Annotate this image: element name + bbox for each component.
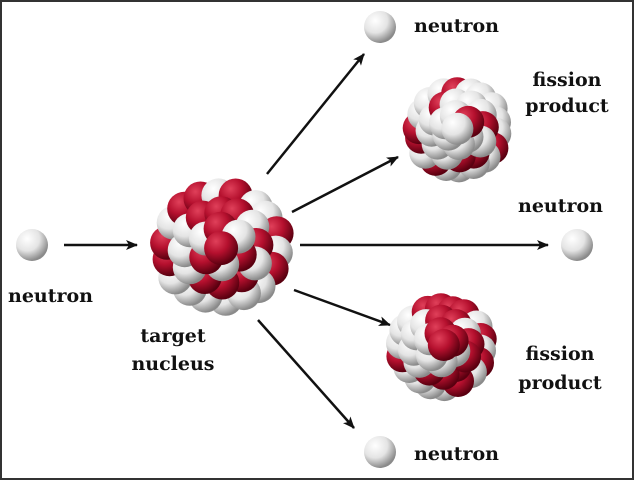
fission-product-bottom (386, 293, 497, 402)
right-neutron (561, 229, 593, 261)
top-neutron-label: neutron (414, 15, 499, 37)
right-neutron-label: neutron (518, 195, 603, 217)
target-nucleus-label-line2: nucleus (131, 353, 215, 375)
neutron-sphere (364, 11, 396, 43)
fission-product-bottom-line2: product (518, 372, 602, 394)
neutron-sphere (16, 229, 48, 261)
bottom-neutron-arrow-icon (257, 319, 355, 429)
fission-product-top-line2: product (525, 95, 609, 117)
neutron-sphere (441, 112, 474, 145)
top-neutron-arrow-icon (266, 53, 365, 175)
incoming-neutron-label: neutron (8, 285, 93, 307)
bottom-neutron (364, 436, 396, 468)
neutron-sphere (561, 229, 593, 261)
fission-product-top (402, 77, 512, 183)
fission-product-top-line1: fission (532, 69, 602, 91)
incoming-neutron (16, 229, 48, 261)
bottom-fission-arrow-icon (293, 288, 391, 327)
neutron-sphere (364, 436, 396, 468)
proton-sphere (427, 329, 460, 361)
target-nucleus-label-line1: target (140, 325, 206, 347)
proton-sphere (204, 231, 239, 266)
bottom-neutron-label: neutron (414, 443, 499, 465)
top-fission-arrow-icon (291, 155, 399, 214)
fission-product-bottom-line1: fission (525, 343, 595, 365)
top-neutron (364, 11, 396, 43)
target-nucleus (150, 178, 294, 316)
